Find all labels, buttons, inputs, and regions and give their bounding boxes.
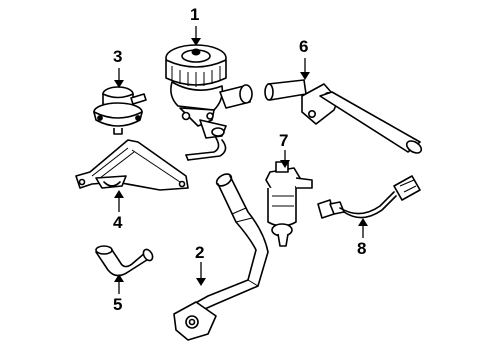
callout-number-3: 3: [113, 47, 122, 66]
part-1-egr-valve: [165, 44, 253, 161]
callout-1: 1: [190, 5, 201, 46]
callout-7: 7: [279, 131, 290, 168]
callout-number-4: 4: [113, 213, 123, 232]
callout-5: 5: [113, 274, 124, 314]
callout-number-6: 6: [299, 37, 308, 56]
part-6-egr-pipe: [264, 79, 423, 154]
callout-number-1: 1: [190, 5, 199, 24]
callout-number-5: 5: [113, 295, 122, 314]
part-2-pipe: [173, 173, 269, 341]
callout-2: 2: [195, 243, 206, 286]
part-5-hose: [95, 245, 154, 277]
callout-4: 4: [113, 190, 124, 232]
callout-number-2: 2: [195, 243, 204, 262]
callout-3: 3: [113, 47, 124, 88]
part-8-sensor: [317, 175, 421, 219]
callout-number-8: 8: [357, 239, 366, 258]
part-3-vacuum-modulator: [93, 86, 147, 135]
callout-6: 6: [299, 37, 310, 80]
part-7-vacuum-switch: [265, 161, 313, 247]
callout-number-7: 7: [279, 131, 288, 150]
part-4-bracket: [75, 139, 189, 191]
callout-8: 8: [357, 218, 368, 258]
